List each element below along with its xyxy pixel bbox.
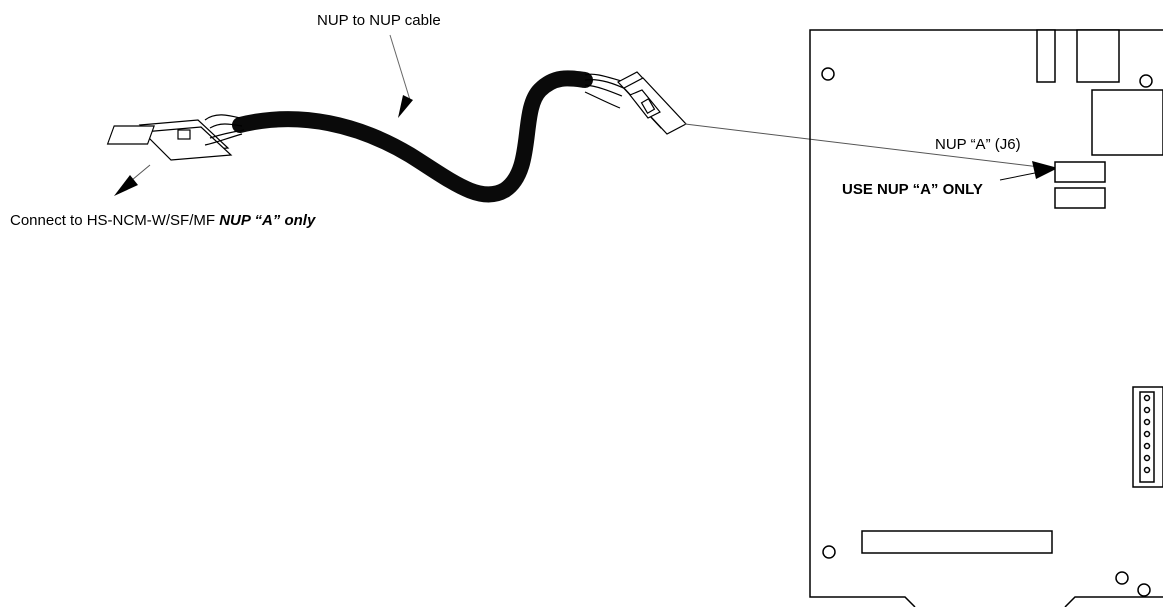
connect-label: Connect to HS-NCM-W/SF/MF NUP “A” only	[10, 212, 315, 229]
nup-port-b	[1054, 187, 1106, 209]
connect-label-prefix: Connect to HS-NCM-W/SF/MF	[10, 212, 220, 229]
cable-label-leader	[389, 34, 413, 118]
circuit-board	[809, 29, 1163, 607]
nup-port-a	[1054, 161, 1106, 183]
use-only-label: USE NUP “A” ONLY	[842, 181, 983, 198]
connect-label-emphasis: NUP “A” only	[219, 212, 316, 229]
left-cable-connector	[106, 114, 245, 161]
terminal-block	[1132, 386, 1163, 488]
board-header-strip	[861, 530, 1053, 554]
cable-label: NUP to NUP cable	[317, 12, 441, 29]
nup-port-arrow	[999, 161, 1058, 181]
nup-cable	[232, 70, 593, 203]
nup-port-label: NUP “A” (J6)	[935, 136, 1021, 153]
right-cable-connector	[584, 71, 687, 135]
mounting-holes	[821, 67, 1153, 597]
board-top-connectors	[1036, 29, 1163, 156]
connect-label-arrow	[114, 164, 151, 196]
nup-ports	[1054, 161, 1106, 209]
connector-leader-line	[684, 123, 1049, 169]
